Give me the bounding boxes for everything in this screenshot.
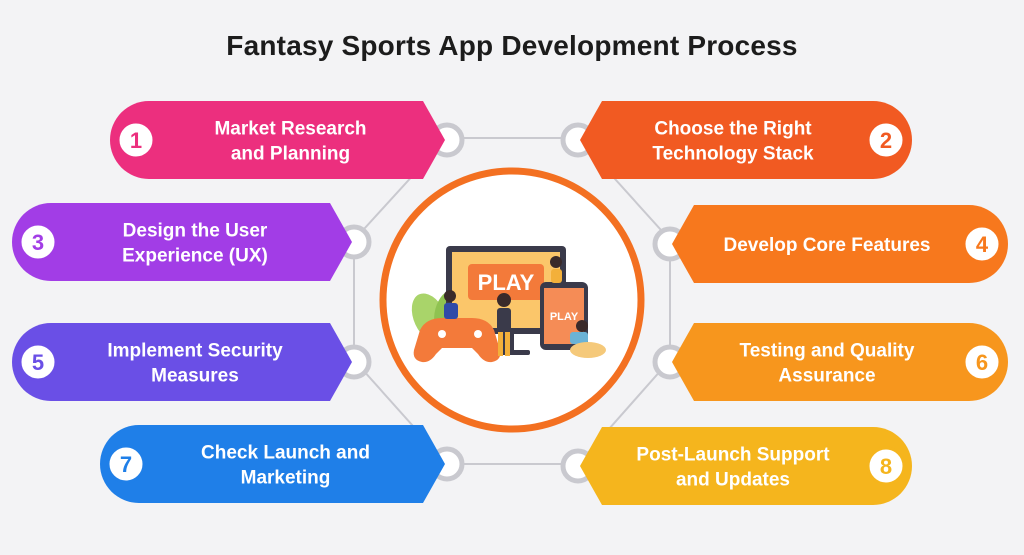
step-4: 4 Develop Core Features xyxy=(652,205,1008,283)
step-number: 1 xyxy=(130,128,142,153)
step-number: 8 xyxy=(880,454,892,479)
step-banner xyxy=(672,205,1008,283)
step-banner xyxy=(12,203,352,281)
step-1: 1 Market Research and Planning xyxy=(110,101,465,179)
step-label: Technology Stack xyxy=(652,144,814,165)
step-number-badge xyxy=(866,446,906,486)
step-label: Marketing xyxy=(241,468,331,489)
process-steps: 1 Market Research and Planning 2 Choose the … xyxy=(12,101,1008,505)
step-label: and Updates xyxy=(676,470,790,491)
step-label: Post-Launch Support xyxy=(636,445,830,466)
step-label: and Planning xyxy=(231,144,350,165)
step-number: 6 xyxy=(976,350,988,375)
step-banner xyxy=(110,101,445,179)
step-label: Market Research xyxy=(214,119,366,140)
step-number: 5 xyxy=(32,350,44,375)
step-label: Choose the Right xyxy=(654,119,812,140)
step-banner xyxy=(12,323,352,401)
step-number: 7 xyxy=(120,452,132,477)
person-lounging-icon xyxy=(570,320,606,358)
person-standing-icon xyxy=(497,293,511,356)
step-number-badge xyxy=(18,222,58,262)
center-illustration: PLAY PLAY xyxy=(379,167,645,433)
step-banner xyxy=(580,427,912,505)
step-label: Testing and Quality xyxy=(740,341,915,362)
connector-left xyxy=(353,137,448,465)
screen-play-label: PLAY xyxy=(478,270,535,295)
tablet-play-label: PLAY xyxy=(550,311,579,323)
step-banner xyxy=(100,425,445,503)
step-label: Implement Security xyxy=(107,341,283,362)
page-title: Fantasy Sports App Development Process xyxy=(226,30,798,61)
step-number: 2 xyxy=(880,128,892,153)
gamepad-icon xyxy=(413,318,501,363)
step-banner xyxy=(580,101,912,179)
connector-lines xyxy=(353,137,671,465)
step-label: Experience (UX) xyxy=(122,246,268,267)
step-number: 4 xyxy=(976,232,989,257)
step-number-badge xyxy=(18,342,58,382)
step-label: Assurance xyxy=(778,366,875,387)
step-number: 3 xyxy=(32,230,44,255)
step-label: Check Launch and xyxy=(201,443,370,464)
connector-right xyxy=(577,137,671,465)
step-number-badge xyxy=(106,444,146,484)
step-8: 8 Post-Launch Support and Updates xyxy=(560,427,912,505)
step-label: Develop Core Features xyxy=(724,235,931,256)
step-number-badge xyxy=(866,120,906,160)
person-cheering-icon xyxy=(550,256,562,283)
step-number-badge xyxy=(116,120,156,160)
step-number-badge xyxy=(962,342,1002,382)
step-banner xyxy=(672,323,1008,401)
person-sitting-icon xyxy=(444,290,458,319)
step-label: Measures xyxy=(151,366,239,387)
step-number-badge xyxy=(962,224,1002,264)
step-label: Design the User xyxy=(123,221,268,242)
